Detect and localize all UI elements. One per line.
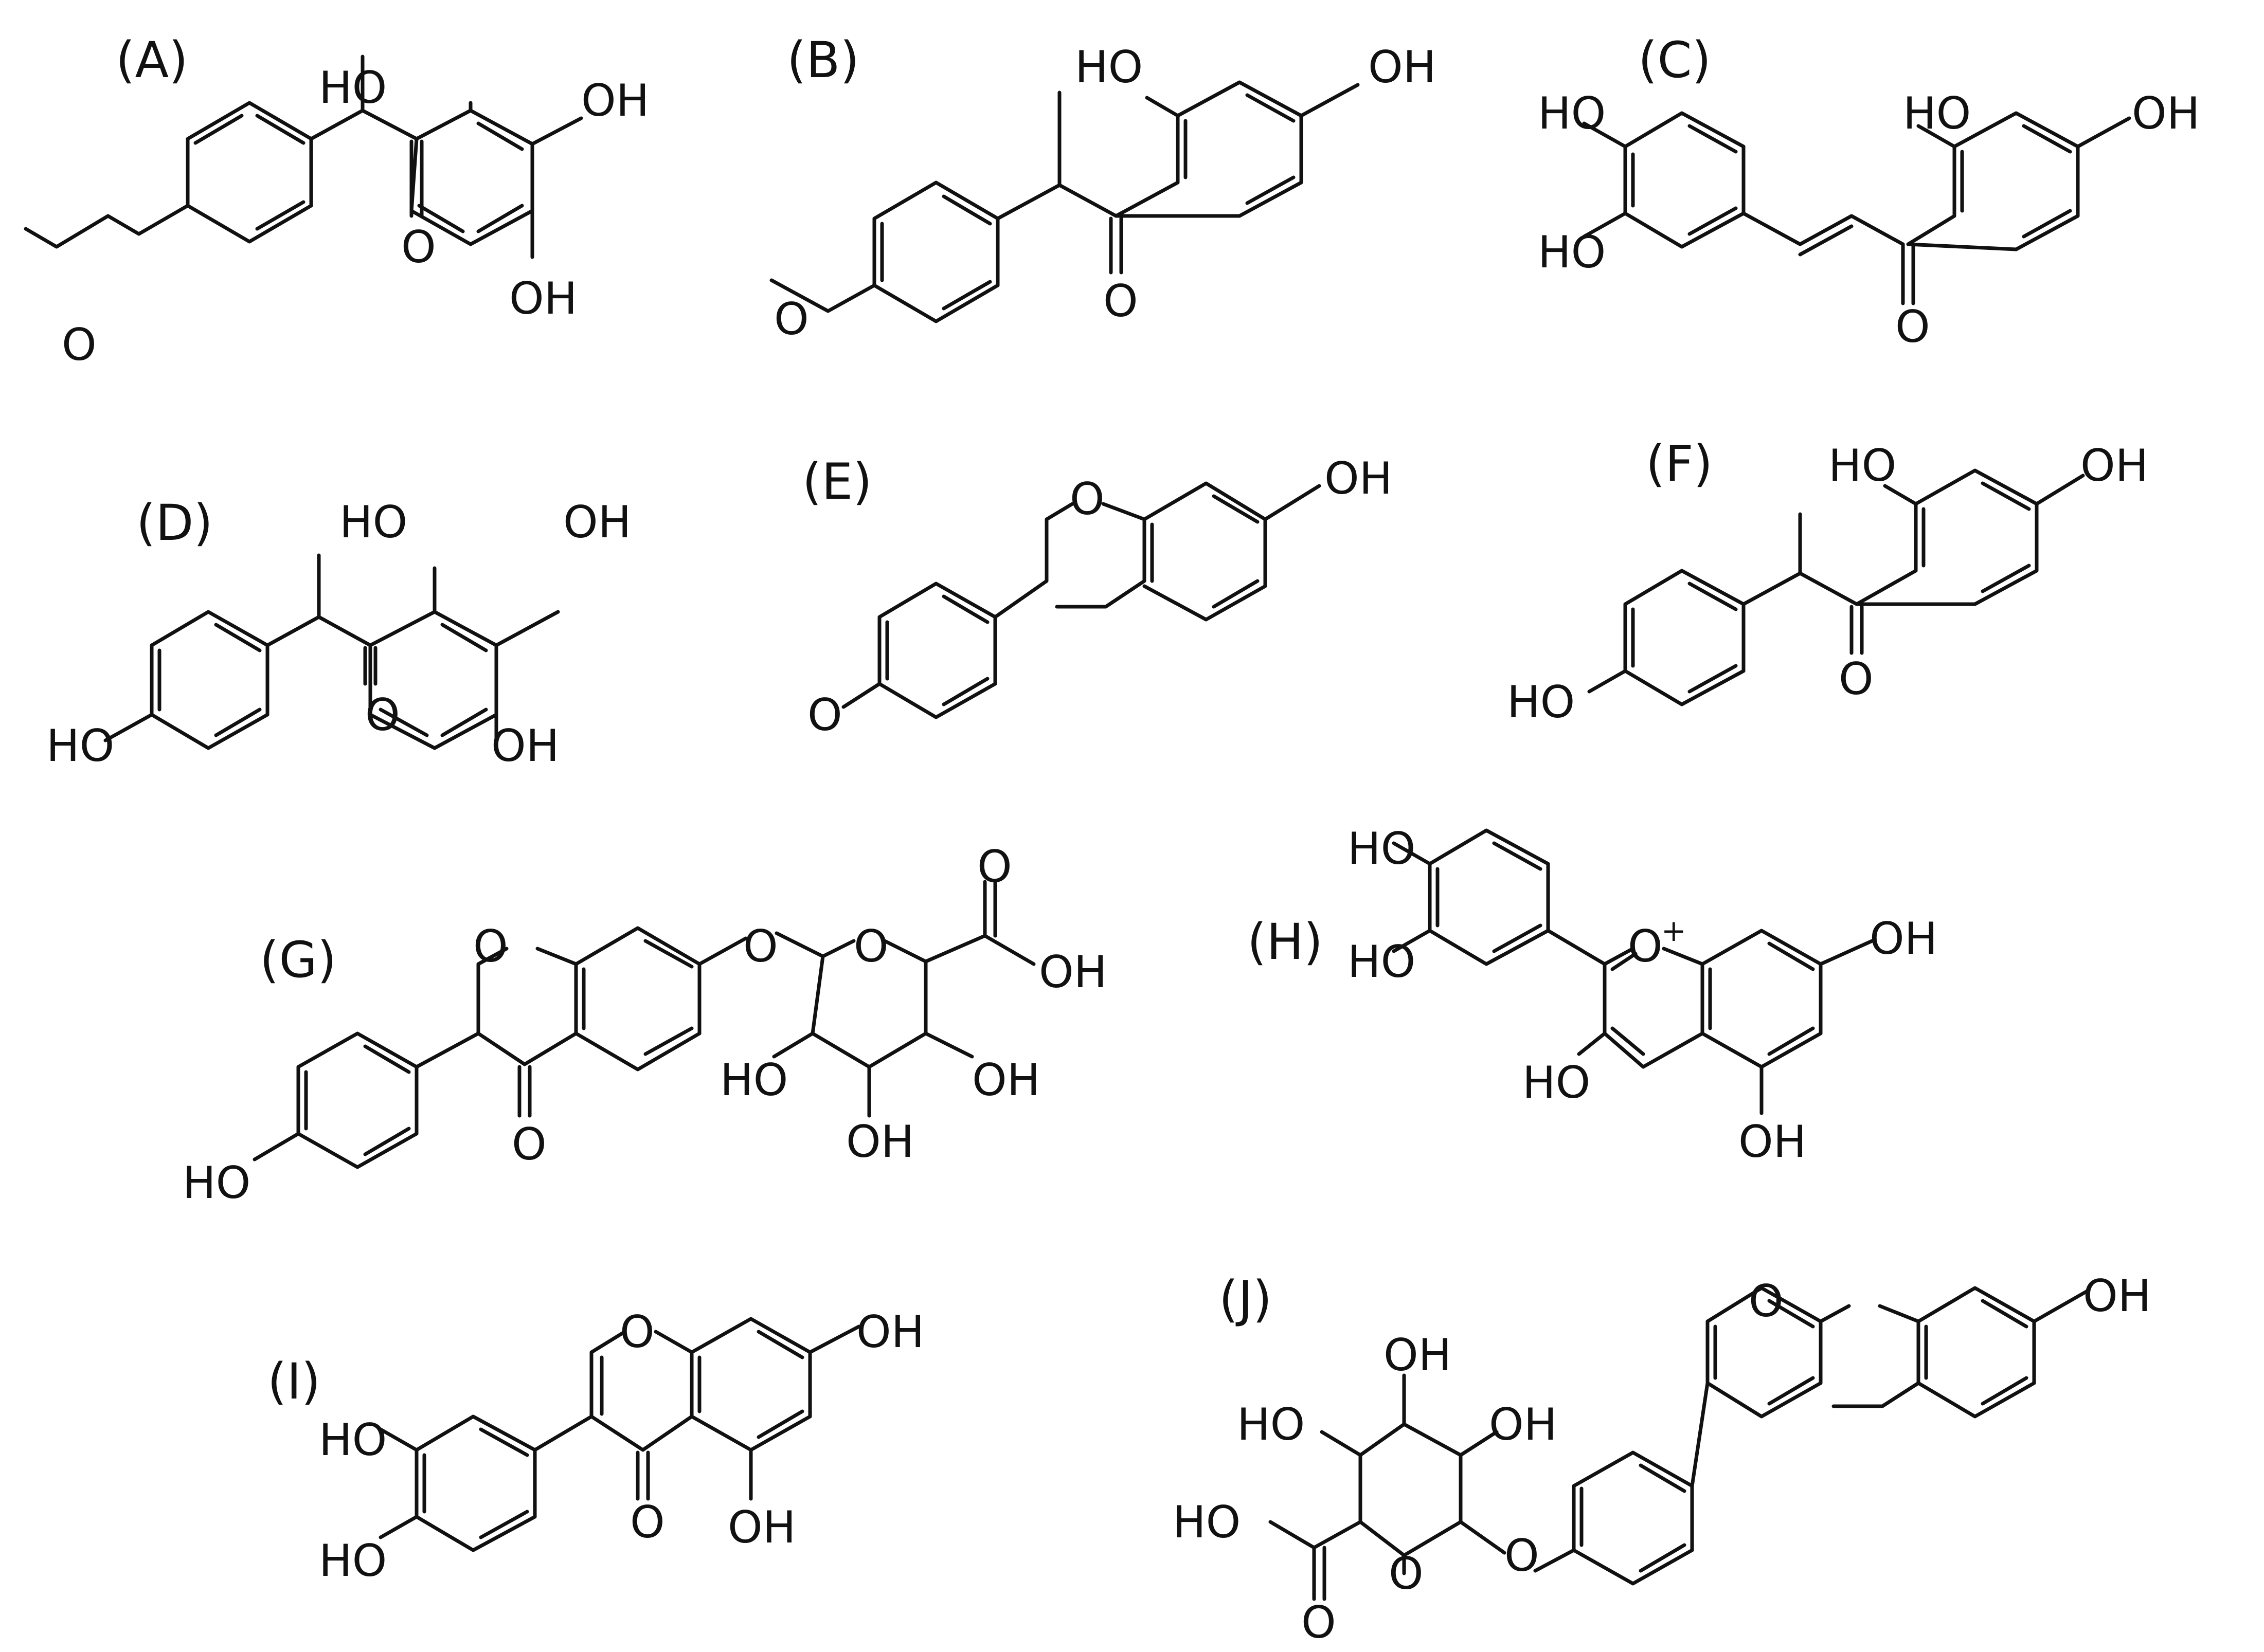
panel-label-g: (G) [260, 931, 336, 989]
carbonyl-oxygen-label: O [1839, 653, 1874, 705]
hydroxyl-label: HO [1507, 677, 1575, 728]
hydroxyl-label: OH [846, 1116, 914, 1168]
hydroxyl-label: OH [972, 1055, 1040, 1106]
structure-c: (C) HO HO HO OH O [1538, 31, 2200, 353]
glycosidic-oxygen-label: O [1504, 1530, 1539, 1582]
structure-h: (H) O + HO HO OH HO OH [1247, 823, 1937, 1168]
bonds-d [103, 553, 560, 753]
panel-label-d: (D) [136, 494, 213, 552]
bonds-e [841, 481, 1321, 719]
hydroxyl-label: OH [509, 273, 577, 324]
hydroxyl-label: HO [1828, 440, 1896, 492]
carbonyl-oxygen-label: O [365, 689, 400, 741]
bonds-h [1392, 828, 1874, 1115]
carbonyl-oxygen-label: O [512, 1119, 547, 1170]
carboxyl-oxygen-label: O [977, 841, 1012, 893]
hydroxyl-label: OH [728, 1502, 796, 1553]
pyranose-oxygen-label: O [854, 921, 889, 972]
hydroxyl-label: HO [319, 1535, 387, 1587]
bonds-c [1582, 111, 2131, 305]
ring-oxygen-label: O [1070, 474, 1105, 525]
hydroxyl-label: HO [319, 1414, 387, 1466]
hydroxyl-label: HO [1237, 1399, 1305, 1450]
ring-oxygen-label: O [620, 1306, 655, 1358]
carbonyl-oxygen-label: O [1895, 301, 1930, 353]
hydroxyl-label: OH [581, 75, 649, 126]
hydroxyl-label: OH [1368, 42, 1436, 93]
hydroxyl-label: OH [491, 720, 559, 772]
bonds-j [1268, 1286, 2090, 1601]
panel-label-f: (F) [1646, 435, 1713, 493]
hydroxyl-label: HO [1538, 227, 1606, 278]
ring-oxygen-label: O [1749, 1276, 1784, 1327]
carboxyl-oxygen-label: O [1301, 1597, 1336, 1648]
positive-charge-label: + [1661, 913, 1686, 948]
structure-j: (J) O OH OH HO OH HO O O O [1173, 1270, 2151, 1648]
structure-a: (A) HO OH OH O O [24, 31, 649, 371]
hydroxyl-label: HO [183, 1157, 250, 1209]
hydroxyl-label: HO [1538, 88, 1606, 139]
hydroxyl-label: HO [1347, 936, 1415, 988]
methoxy-oxygen-label: O [62, 319, 97, 371]
hydroxyl-label: OH [2083, 1270, 2151, 1322]
panel-label-j: (J) [1219, 1270, 1272, 1328]
methoxy-oxygen-label: O [807, 689, 842, 741]
panel-label-c: (C) [1638, 31, 1711, 89]
bonds-b [769, 80, 1360, 323]
hydroxyl-label: OH [1324, 453, 1392, 504]
hydroxyl-label: OH [563, 497, 631, 548]
hydroxyl-label: HO [1903, 88, 1971, 139]
hydroxyl-label: OH [1383, 1330, 1451, 1381]
hydroxyl-label: HO [46, 720, 114, 772]
glycosidic-oxygen-label: O [743, 921, 778, 972]
hydroxyl-label: HO [720, 1055, 788, 1106]
hydroxyl-label: HO [339, 497, 407, 548]
carbonyl-oxygen-label: O [630, 1497, 665, 1548]
hydroxyl-label: HO [1347, 823, 1415, 875]
hydroxyl-label: OH [2080, 440, 2148, 492]
structure-b: (B) HO OH O O [769, 31, 1436, 345]
hydroxyl-label: OH [1738, 1116, 1806, 1168]
bonds-g [253, 880, 1036, 1169]
structure-g: (G) O O O O OH HO OH OH HO O [183, 841, 1107, 1209]
ring-oxygen-label: O [473, 921, 508, 972]
structure-f: (F) HO OH HO O [1507, 435, 2148, 728]
pyranose-oxygen-label: O [1389, 1548, 1424, 1600]
hydroxyl-label: HO [1522, 1057, 1590, 1109]
methoxy-oxygen-label: O [774, 294, 809, 345]
hydroxyl-label: HO [319, 62, 387, 114]
panel-label-b: (B) [787, 31, 859, 89]
carboxyl-hydroxyl-label: OH [1039, 947, 1107, 998]
structure-d: (D) HO OH OH HO O [46, 494, 631, 772]
panel-label-a: (A) [116, 31, 188, 89]
hydroxyl-label: OH [856, 1306, 924, 1358]
hydroxyl-label: OH [1489, 1399, 1557, 1450]
panel-label-h: (H) [1247, 913, 1323, 971]
bonds-a [24, 55, 583, 259]
carbonyl-oxygen-label: O [401, 222, 436, 273]
bonds-i [379, 1317, 861, 1552]
structure-e: (E) O OH O [802, 453, 1392, 741]
hydroxyl-label: OH [2132, 88, 2200, 139]
panel-label-e: (E) [802, 453, 872, 511]
panel-label-i: (I) [267, 1353, 320, 1410]
structure-i: (I) O OH HO HO O OH [267, 1306, 924, 1587]
bonds-f [1587, 468, 2085, 706]
carbonyl-oxygen-label: O [1103, 276, 1138, 327]
hydroxyl-label: OH [1870, 913, 1937, 965]
oxonium-oxygen-label: O [1628, 921, 1663, 972]
carboxyl-hydroxyl-label: HO [1173, 1497, 1241, 1548]
hydroxyl-label: HO [1075, 42, 1143, 93]
